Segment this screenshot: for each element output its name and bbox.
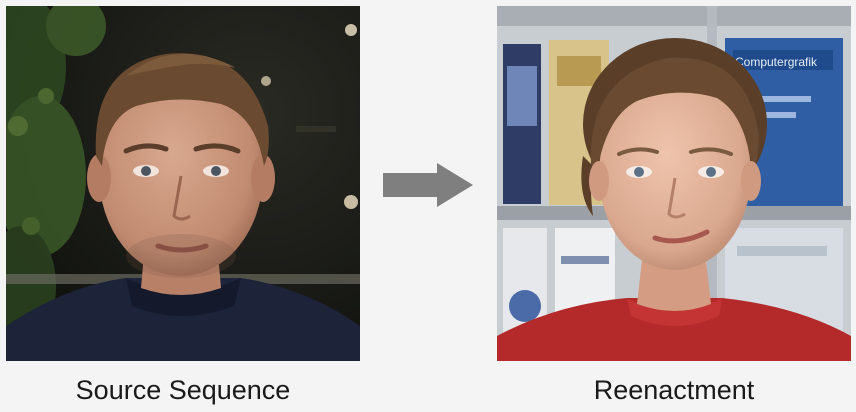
source-sequence-image (6, 6, 360, 361)
right-arrow-icon (383, 163, 473, 207)
source-sequence-caption: Source Sequence (75, 375, 291, 405)
reenactment-caption: Reenactment (593, 375, 755, 405)
reenactment-image: Computergrafik (497, 6, 851, 361)
book-cover-text: Computergrafik (735, 55, 818, 69)
